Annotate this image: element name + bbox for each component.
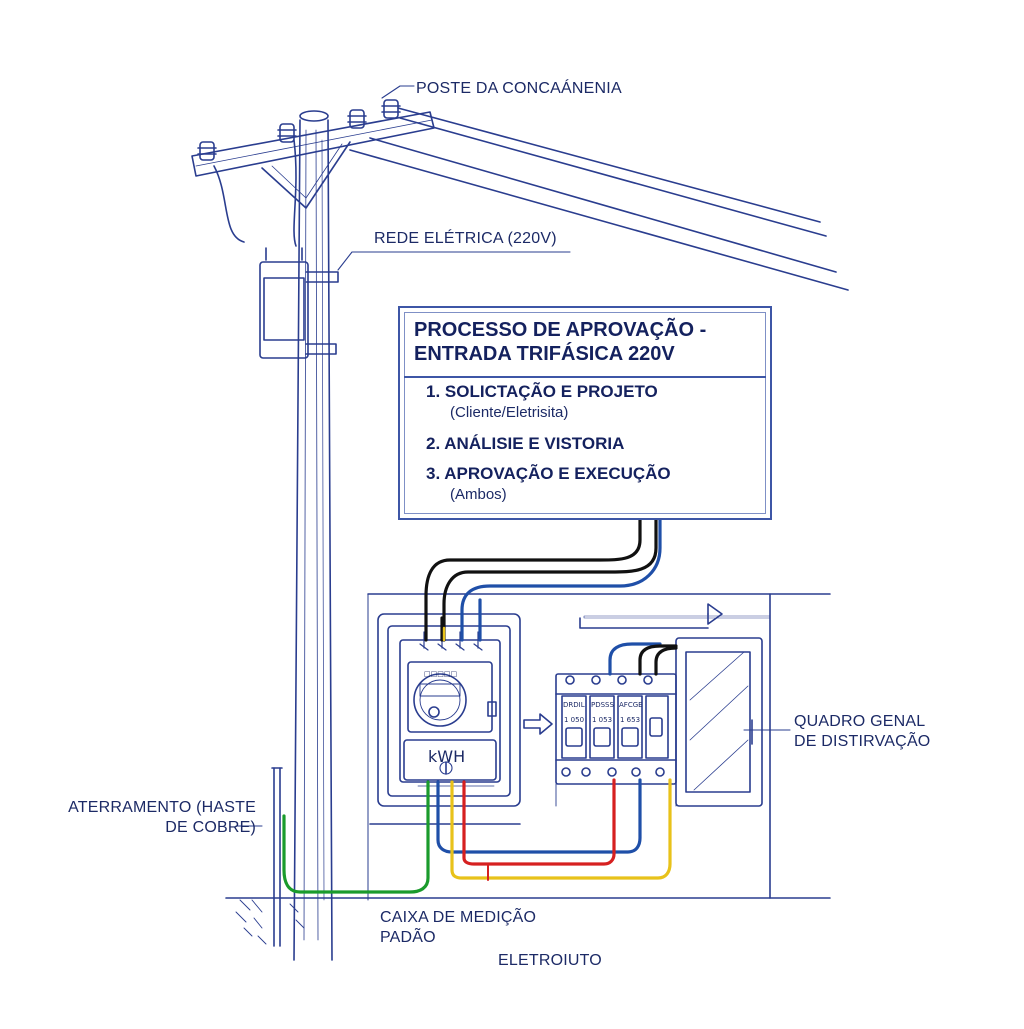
meter-box-label: CAIXA DE MEDIÇÃO PADÃO — [380, 909, 537, 946]
meter-terminals — [419, 631, 483, 651]
meter-display: □□□□□ — [424, 670, 457, 678]
meter-unit: kWH — [428, 747, 465, 766]
wall-outline — [225, 593, 831, 901]
step-2-label: 2. ANÁLISIE E VISTORIA — [426, 434, 625, 453]
breaker-top-label: AFCGE — [619, 701, 643, 709]
utility-pole — [293, 110, 333, 961]
process-panel-inner — [404, 312, 766, 514]
step-1-sub: (Cliente/Eletrisita) — [450, 404, 569, 421]
pole-label: POSTE DA CONCAÁNENIA — [416, 80, 622, 97]
meter-text: kWH □□□□□ — [424, 670, 465, 766]
grounding-label: ATERRAMENTO (HASTE DE COBRE) — [68, 799, 256, 836]
insulators — [197, 99, 401, 161]
breaker-sub-label: 1 653 — [620, 716, 640, 724]
meter-box — [377, 613, 521, 807]
breaker-panel — [555, 615, 771, 807]
panel-label: QUADRO GENAL DE DISTIRVAÇÃO — [794, 713, 931, 750]
step-1-label: 1. SOLICTAÇÃO E PROJETO — [426, 382, 658, 401]
conduit-label: ELETROIUTO — [498, 952, 602, 969]
breaker-sub-label: 1 050 — [564, 716, 584, 724]
distribution-board — [675, 637, 763, 807]
wires — [282, 518, 678, 894]
grounding-rod — [235, 767, 305, 947]
process-panel: PROCESSO DE APROVAÇÃO - ENTRADA TRIFÁSIC… — [398, 306, 772, 520]
breaker-text: DRDIL PDSSS AFCGE 1 050 1 053 1 653 — [563, 701, 643, 724]
step-3-sub: (Ambos) — [450, 486, 507, 503]
step-3-label: 3. APROVAÇÃO E EXECUÇÃO — [426, 464, 671, 483]
breaker-top-label: PDSSS — [591, 701, 614, 709]
pole-crossarm — [191, 111, 435, 209]
breaker-top-label: DRDIL — [563, 701, 585, 709]
transformer-box — [259, 247, 339, 359]
process-title: PROCESSO DE APROVAÇÃO - ENTRADA TRIFÁSIC… — [414, 319, 707, 365]
process-divider — [404, 376, 766, 378]
network-label: REDE ELÉTRICA (220V) — [374, 230, 557, 247]
breaker-sub-label: 1 053 — [592, 716, 612, 724]
overhead-lines — [213, 107, 849, 291]
flow-arrow — [523, 603, 723, 735]
